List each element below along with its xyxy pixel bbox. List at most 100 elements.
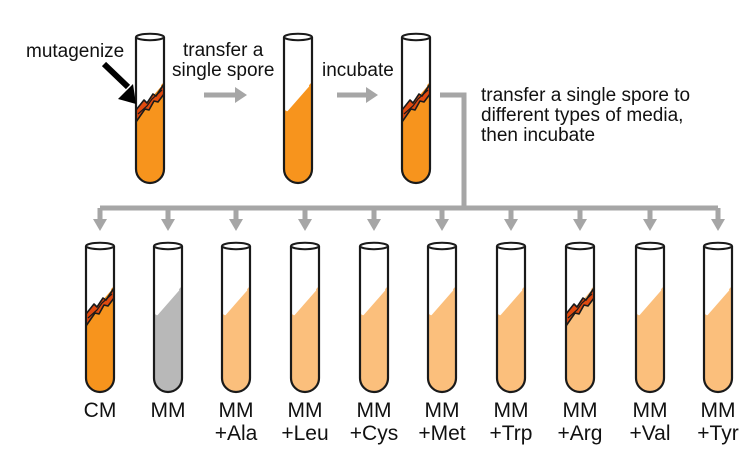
media-label-2: MM+Ala: [201, 399, 271, 445]
media-transfer-label-line1: transfer a single spore to: [481, 85, 691, 106]
tube-media-6-rim: [496, 241, 526, 251]
tube-incubated-rim: [401, 32, 431, 42]
tube-media-4: [358, 241, 390, 394]
media-label-supplement: +Tyr: [697, 422, 739, 445]
tube-media-6-glass: [495, 246, 527, 394]
media-label-7: MM+Arg: [545, 399, 615, 445]
media-row: [84, 241, 734, 394]
tube-media-9-rim: [703, 241, 733, 251]
top-row: [134, 32, 432, 185]
media-label-3: MM+Leu: [270, 399, 340, 445]
tube-mutagenized-rim: [135, 32, 165, 42]
tube-media-3: [289, 241, 321, 394]
media-label-base: MM: [424, 399, 460, 422]
media-label-base: MM: [287, 399, 323, 422]
tube-media-1-rim: [153, 241, 183, 251]
media-transfer-label-line2: different types of media,: [481, 105, 684, 126]
black-arrow-head: [118, 84, 136, 104]
tube-media-9: [702, 241, 734, 394]
tube-media-2-rim: [221, 241, 251, 251]
tube-media-3-rim: [290, 241, 320, 251]
media-label-supplement: +Cys: [349, 422, 399, 445]
media-label-supplement: +Ala: [214, 422, 258, 445]
tube-single-spore-highlight: [285, 84, 310, 112]
branch-drop-head-1: [161, 219, 175, 231]
transfer-label-line1: transfer a: [183, 40, 264, 61]
media-label-supplement: +Arg: [557, 422, 603, 445]
branch-connector: [440, 92, 467, 208]
tube-media-6-highlight: [498, 288, 523, 316]
media-label-base: MM: [493, 399, 529, 422]
tube-media-0-mycelium-line: [87, 293, 113, 319]
tube-media-6: [495, 241, 527, 394]
tube-incubated-mycelium-line: [403, 89, 429, 115]
tube-media-2-medium: [222, 286, 250, 392]
branch-drop-head-2: [229, 219, 243, 231]
tube-single-spore-rim: [283, 32, 313, 42]
branch-drop-head-9: [711, 219, 725, 231]
tube-mutagenized: [134, 32, 166, 185]
branch-drop-head-0: [93, 219, 107, 231]
media-transfer-label-line3: then incubate: [481, 125, 596, 146]
tube-media-9-highlight: [705, 288, 730, 316]
tube-media-0-glass: [84, 246, 116, 394]
media-label-base: CM: [83, 399, 117, 422]
branch-drop-head-7: [573, 219, 587, 231]
tube-media-6-medium: [497, 286, 525, 392]
tube-single-spore-glass: [282, 37, 314, 185]
tube-media-3-medium: [291, 286, 319, 392]
tube-media-3-highlight: [292, 288, 317, 316]
tube-media-1-glass: [152, 246, 184, 394]
tube-media-4-rim: [359, 241, 389, 251]
tube-media-0-rim: [85, 241, 115, 251]
media-label-supplement: +Trp: [489, 422, 533, 445]
gray-arrow-icon-head: [235, 87, 247, 103]
tube-media-2-glass: [220, 246, 252, 394]
media-label-base: MM: [218, 399, 254, 422]
tube-media-7: [564, 241, 596, 394]
tube-media-4-glass: [358, 246, 390, 394]
tube-media-5-medium: [428, 286, 456, 392]
tube-media-8: [634, 241, 666, 394]
tube-media-5-rim: [427, 241, 457, 251]
tube-media-2: [220, 241, 252, 394]
incubate-label: incubate: [322, 60, 394, 81]
media-label-6: MM+Trp: [476, 399, 546, 445]
tube-media-7-glass: [564, 246, 596, 394]
media-label-base: MM: [150, 399, 186, 422]
tube-media-7-rim: [565, 241, 595, 251]
media-label-base: MM: [562, 399, 598, 422]
tube-media-0: [84, 241, 116, 394]
tube-media-9-medium: [704, 286, 732, 392]
mutagenize-label: mutagenize: [26, 41, 125, 62]
media-label-4: MM+Cys: [339, 399, 409, 445]
tube-media-5-highlight: [429, 288, 454, 316]
tube-media-8-glass: [634, 246, 666, 394]
branch-drop-head-5: [435, 219, 449, 231]
media-label-9: MM+Tyr: [683, 399, 749, 445]
tube-media-7-mycelium-line: [567, 293, 593, 319]
tube-media-3-glass: [289, 246, 321, 394]
media-label-supplement: +Met: [418, 422, 466, 445]
media-label-supplement: +Leu: [281, 422, 329, 445]
tube-media-4-highlight: [361, 288, 386, 316]
media-label-1: MM: [133, 399, 203, 422]
tube-mutagenized-glass: [134, 37, 166, 185]
media-label-base: MM: [632, 399, 668, 422]
tube-media-8-medium: [636, 286, 664, 392]
media-label-0: CM: [65, 399, 135, 422]
tube-incubated: [400, 32, 432, 185]
tube-media-8-rim: [635, 241, 665, 251]
tube-media-1: [152, 241, 184, 394]
branch-drop-head-4: [367, 219, 381, 231]
branch-drop-head-6: [504, 219, 518, 231]
transfer-label-line2: single spore: [172, 60, 275, 81]
black-arrow-icon: [101, 61, 131, 90]
tube-mutagenized-mycelium-line: [137, 89, 163, 115]
media-label-supplement: +Val: [629, 422, 671, 445]
media-label-base: MM: [356, 399, 392, 422]
media-label-5: MM+Met: [407, 399, 477, 445]
tube-media-1-medium: [154, 286, 182, 392]
